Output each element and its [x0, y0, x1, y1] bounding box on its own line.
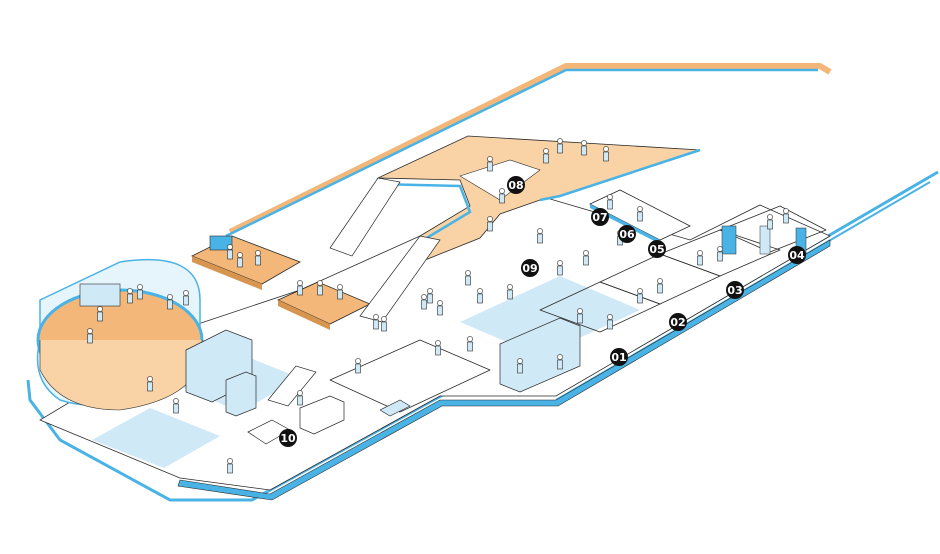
person-figure	[487, 156, 493, 172]
marker-label: 03	[727, 284, 742, 297]
person-figure	[637, 206, 643, 222]
staircases	[267, 177, 441, 407]
person-figure	[583, 250, 589, 266]
person-figure	[507, 284, 513, 300]
marker-label: 01	[611, 351, 626, 364]
marker-05: 05	[648, 240, 666, 258]
marker-label: 02	[670, 316, 685, 329]
marker-03: 03	[726, 281, 744, 299]
marker-label: 04	[789, 249, 805, 262]
marker-circle	[618, 225, 636, 243]
people	[87, 138, 789, 474]
marker-circle	[648, 240, 666, 258]
person-figure	[783, 208, 789, 224]
person-figure	[767, 214, 773, 230]
marker-label: 05	[649, 243, 664, 256]
marker-circle	[521, 259, 539, 277]
person-figure	[127, 288, 133, 304]
person-figure	[297, 280, 303, 296]
person-figure	[421, 294, 427, 310]
lounge-furniture	[247, 395, 411, 445]
kiosk-blocks	[185, 317, 581, 417]
person-figure	[537, 228, 543, 244]
marker-label: 06	[619, 228, 635, 241]
marker-10: 10	[279, 429, 297, 447]
person-figure	[337, 284, 343, 300]
person-figure	[297, 390, 303, 406]
person-figure	[603, 146, 609, 162]
person-figure	[437, 300, 443, 316]
marker-06: 06	[618, 225, 636, 243]
person-figure	[467, 336, 473, 352]
person-figure	[381, 316, 387, 332]
person-figure	[465, 270, 471, 286]
person-figure	[255, 250, 261, 266]
marker-label: 08	[508, 179, 523, 192]
person-figure	[717, 246, 723, 262]
person-figure	[557, 260, 563, 276]
marker-circle	[610, 348, 628, 366]
person-figure	[487, 216, 493, 232]
person-figure	[183, 290, 189, 306]
person-figure	[373, 314, 379, 330]
person-figure	[607, 314, 613, 330]
marker-circle	[507, 176, 525, 194]
person-figure	[427, 288, 433, 304]
marker-label: 10	[280, 432, 296, 445]
person-figure	[581, 140, 587, 156]
marker-07: 07	[591, 208, 609, 226]
marker-01: 01	[610, 348, 628, 366]
marker-circle	[788, 246, 806, 264]
person-figure	[87, 328, 93, 344]
person-figure	[317, 280, 323, 296]
person-figure	[97, 306, 103, 322]
marker-circle	[279, 429, 297, 447]
marker-circle	[726, 281, 744, 299]
person-figure	[607, 194, 613, 210]
marker-label: 07	[592, 211, 607, 224]
person-figure	[543, 148, 549, 164]
person-figure	[517, 358, 523, 374]
person-figure	[697, 250, 703, 266]
person-figure	[167, 294, 173, 310]
marker-label: 09	[522, 262, 537, 275]
auditorium-pod	[36, 258, 204, 411]
person-figure	[173, 398, 179, 414]
meeting-rooms	[539, 205, 827, 333]
marker-circle	[669, 313, 687, 331]
marker-09: 09	[521, 259, 539, 277]
person-figure	[637, 288, 643, 304]
person-figure	[147, 376, 153, 392]
person-figure	[227, 244, 233, 260]
marker-circle	[591, 208, 609, 226]
marker-04: 04	[788, 246, 806, 264]
numbered-markers: 01 02 03 04 05 06 07 08 09 10	[279, 176, 806, 447]
person-figure	[577, 308, 583, 324]
person-figure	[227, 458, 233, 474]
person-figure	[557, 354, 563, 370]
person-figure	[557, 138, 563, 154]
marker-02: 02	[669, 313, 687, 331]
person-figure	[477, 288, 483, 304]
person-figure	[137, 284, 143, 300]
person-figure	[237, 252, 243, 268]
person-figure	[355, 358, 361, 374]
person-figure	[499, 188, 505, 204]
person-figure	[657, 278, 663, 294]
person-figure	[435, 340, 441, 356]
marker-08: 08	[507, 176, 525, 194]
